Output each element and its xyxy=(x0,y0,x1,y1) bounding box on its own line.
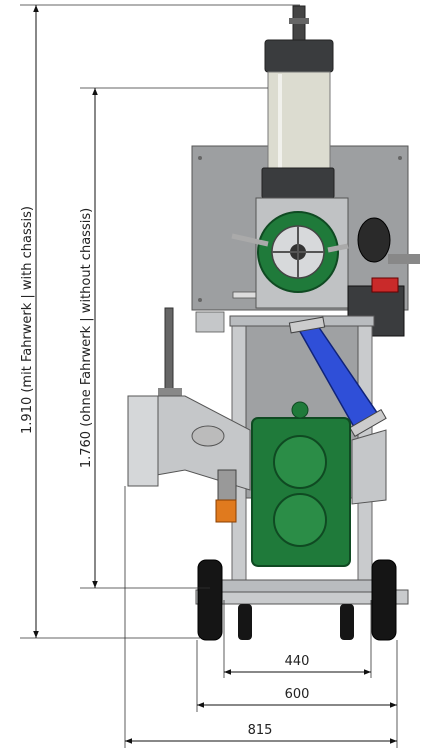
label-height-without-chassis: 1.760 (ohne Fahrwerk | without chassis) xyxy=(79,208,94,468)
label-width-440: 440 xyxy=(285,654,310,669)
dimension-height-with-chassis: 1.910 (mit Fahrwerk | with chassis) xyxy=(20,4,300,639)
label-width-600: 600 xyxy=(285,687,310,702)
label-width-815: 815 xyxy=(248,723,273,738)
dimension-height-without-chassis: 1.760 (ohne Fahrwerk | without chassis) xyxy=(79,87,268,589)
orange-nozzle xyxy=(215,499,237,523)
dimension-width-600: 600 xyxy=(196,640,398,712)
wheel-left xyxy=(197,559,223,641)
wheel-right xyxy=(371,559,397,641)
air-cylinder xyxy=(267,71,331,171)
machine-illustration xyxy=(127,5,420,641)
air-cylinder-cap xyxy=(264,39,334,73)
pressure-regulator xyxy=(357,217,391,263)
air-cylinder-base xyxy=(261,167,335,199)
label-height-with-chassis: 1.910 (mit Fahrwerk | with chassis) xyxy=(20,206,35,434)
dimension-width-815: 815 xyxy=(124,486,398,748)
pump-lever xyxy=(164,307,174,395)
dimension-width-440: 440 xyxy=(223,600,372,678)
